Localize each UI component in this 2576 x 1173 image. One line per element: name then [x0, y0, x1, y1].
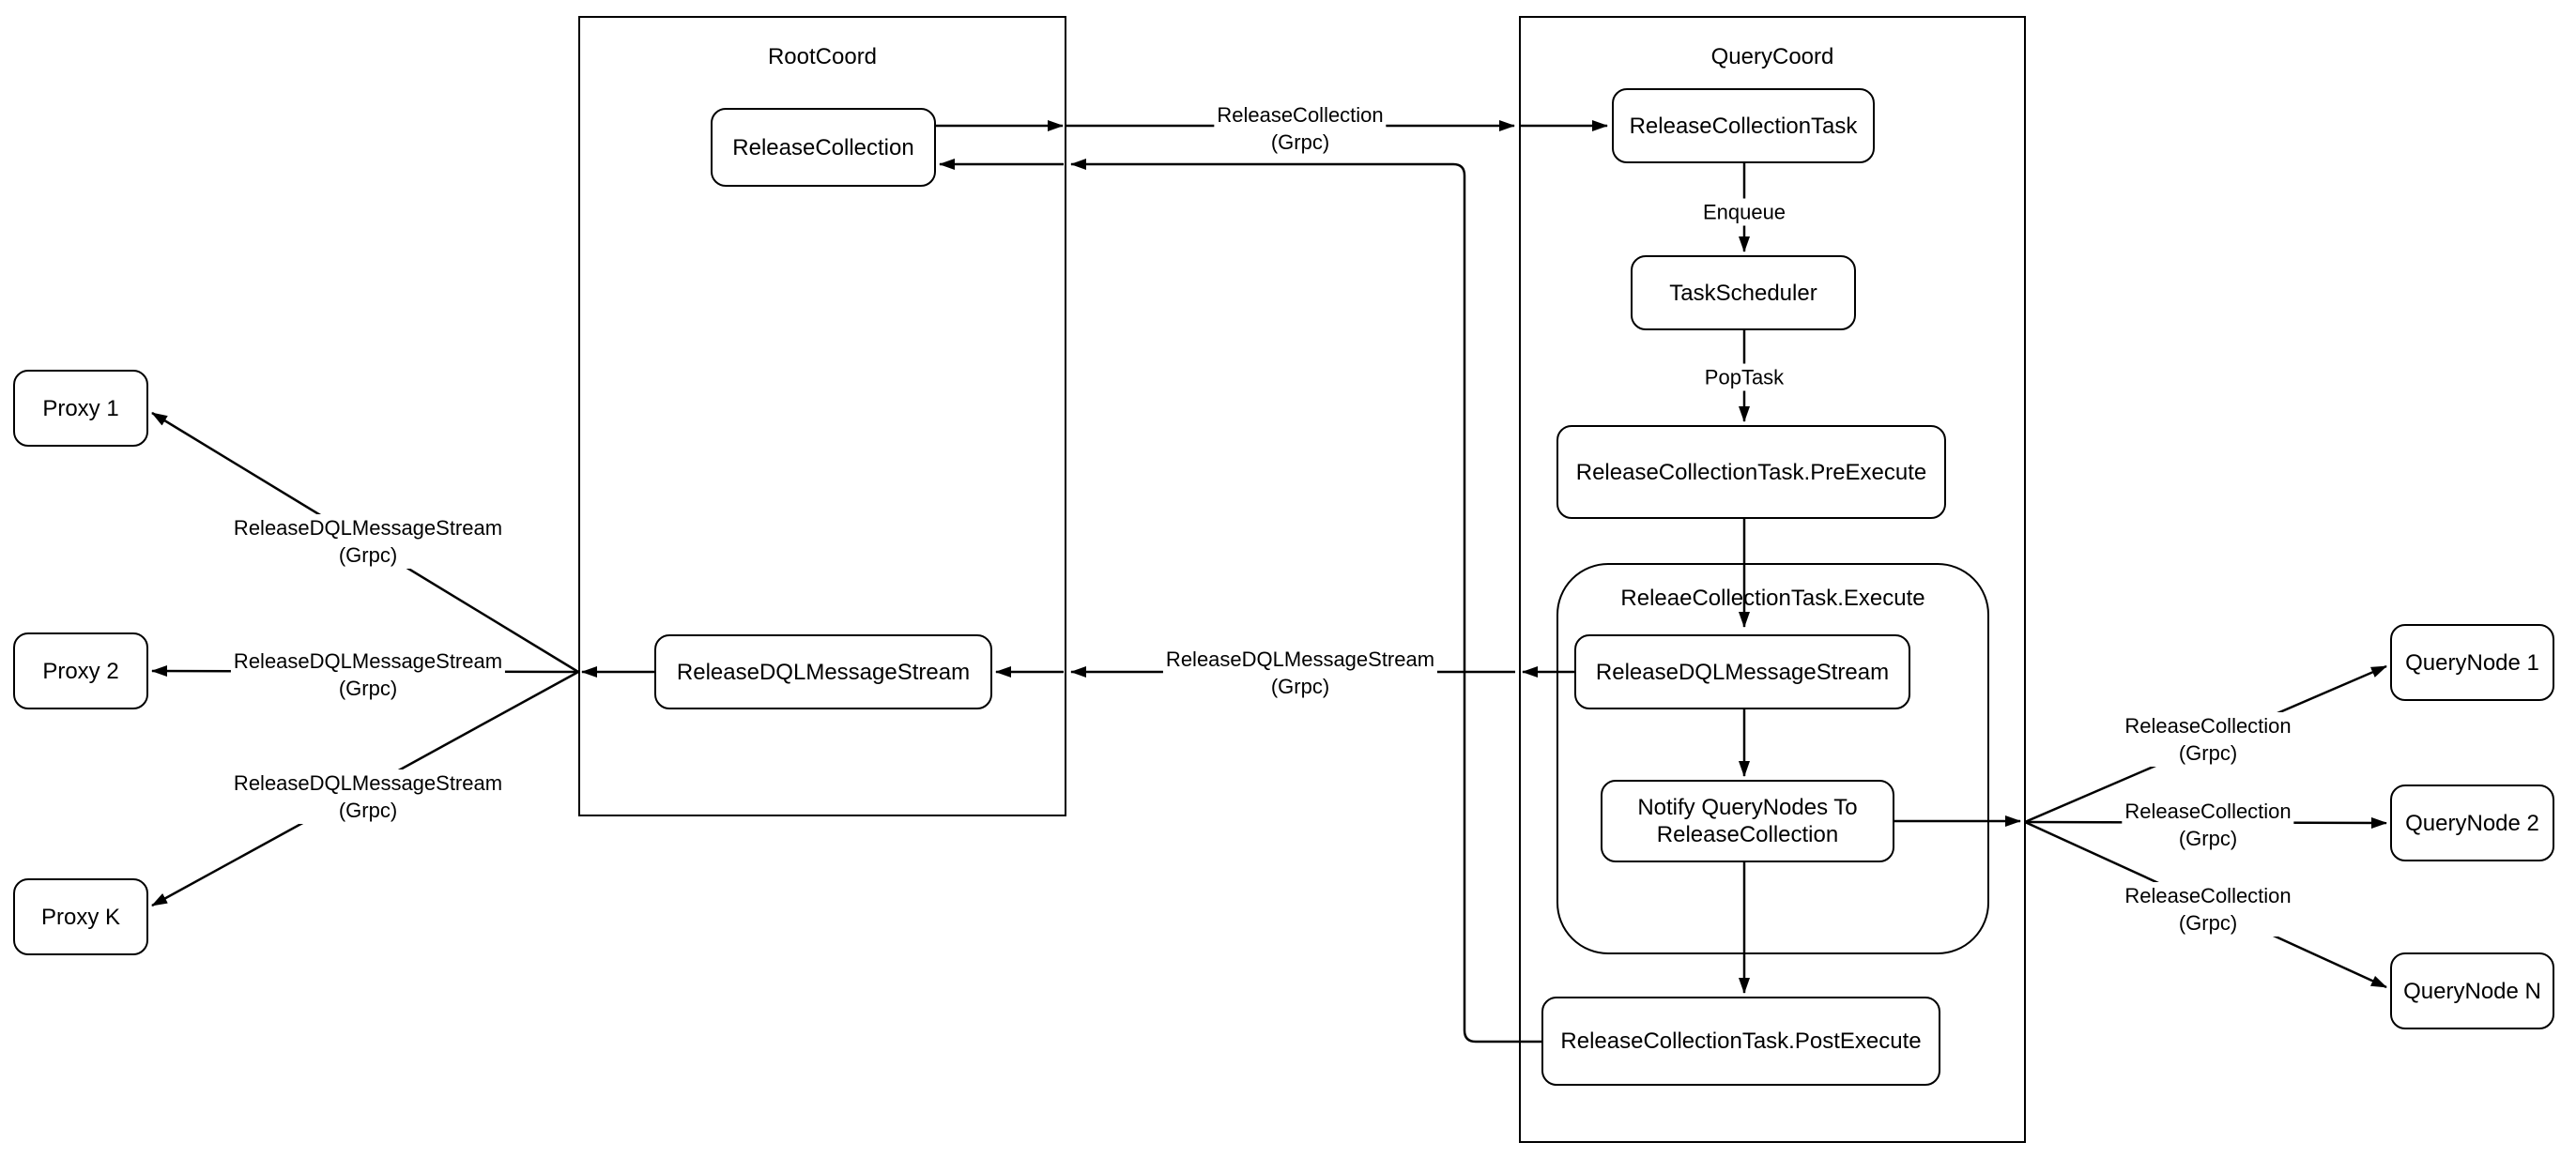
edge-label-to-querynode-1: ReleaseCollection (Grpc) [2122, 712, 2294, 767]
edge-label-to-querynode-2: ReleaseCollection (Grpc) [2122, 798, 2294, 852]
node-release-collection-task: ReleaseCollectionTask [1612, 88, 1875, 163]
node-query-node-2: QueryNode 2 [2390, 785, 2554, 861]
query-coord-title: QueryCoord [1710, 44, 1834, 69]
execute-group-container: ReleaeCollectionTask.Execute [1556, 563, 1989, 954]
edge-label-enqueue: Enqueue [1699, 198, 1789, 226]
node-notify-querynodes: Notify QueryNodes To ReleaseCollection [1601, 780, 1894, 862]
node-label: ReleaseCollectionTask.PreExecute [1575, 459, 1927, 485]
edge-label-dqlstream-grpc: ReleaseDQLMessageStream (Grpc) [1162, 646, 1438, 700]
root-coord-container: RootCoord [578, 16, 1066, 816]
query-coord-container: QueryCoord [1519, 16, 2026, 1143]
node-label-line1: Notify QueryNodes To [1637, 795, 1858, 820]
node-proxy-1: Proxy 1 [13, 370, 148, 447]
node-label: ReleaseCollection [732, 134, 914, 160]
edge-label-to-proxy-1: ReleaseDQLMessageStream (Grpc) [230, 514, 506, 569]
edge-label-to-proxy-2: ReleaseDQLMessageStream (Grpc) [230, 647, 506, 702]
node-label: ReleaseCollectionTask [1629, 113, 1858, 139]
node-pre-execute: ReleaseCollectionTask.PreExecute [1556, 425, 1946, 519]
edge-label-to-querynode-n: ReleaseCollection (Grpc) [2122, 882, 2294, 937]
node-label: QueryNode N [2403, 978, 2541, 1004]
node-release-collection: ReleaseCollection [711, 108, 936, 187]
node-dql-stream-rootcoord: ReleaseDQLMessageStream [654, 634, 992, 709]
node-label: ReleaseDQLMessageStream [676, 659, 971, 685]
edge-label-releasecollection-grpc: ReleaseCollection (Grpc) [1214, 101, 1387, 156]
node-proxy-2: Proxy 2 [13, 632, 148, 709]
node-label: ReleaseCollectionTask.PostExecute [1560, 1028, 1922, 1054]
node-task-scheduler: TaskScheduler [1631, 255, 1856, 330]
node-label: Proxy 1 [42, 395, 119, 421]
edge-return-postexecute [1070, 159, 1541, 1044]
node-post-execute: ReleaseCollectionTask.PostExecute [1541, 997, 1940, 1086]
edge-label-poptask: PopTask [1701, 363, 1787, 391]
node-label-line2: ReleaseCollection [1656, 822, 1839, 847]
node-query-node-n: QueryNode N [2390, 952, 2554, 1029]
execute-group-title: ReleaeCollectionTask.Execute [1620, 586, 1925, 611]
root-coord-title: RootCoord [767, 44, 878, 69]
node-label: Proxy K [40, 904, 121, 930]
node-label: QueryNode 1 [2405, 649, 2539, 676]
node-proxy-k: Proxy K [13, 878, 148, 955]
node-dql-stream-querycoord: ReleaseDQLMessageStream [1574, 634, 1910, 709]
node-label: ReleaseDQLMessageStream [1595, 659, 1890, 685]
node-query-node-1: QueryNode 1 [2390, 624, 2554, 701]
node-label: QueryNode 2 [2405, 810, 2539, 836]
node-label: TaskScheduler [1669, 280, 1817, 306]
edge-label-to-proxy-k: ReleaseDQLMessageStream (Grpc) [230, 769, 506, 824]
node-label: Proxy 2 [42, 658, 119, 684]
